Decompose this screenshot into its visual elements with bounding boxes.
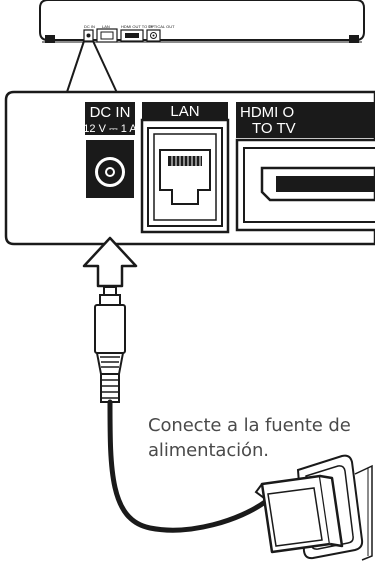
caption-line-2: alimentación. [148,440,269,461]
hdmi-port: HDMI O TO TV [235,102,375,232]
power-cable [107,399,268,533]
device-label-optical: OPTICAL OUT [148,24,175,29]
dc-in-title: DC IN [90,104,131,121]
lan-title: LAN [170,103,199,120]
device-label-dcin: DC IN [84,24,95,29]
hdmi-title-line1: HDMI O [240,104,294,121]
hdmi-title-line2: TO TV [252,120,296,137]
player-device: DC IN LAN HDMI OUT TO TV OPTICAL OUT [39,0,365,43]
device-port-strip: DC IN LAN HDMI OUT TO TV OPTICAL OUT [83,24,175,43]
caption: Conecte a la fuente de alimentación. [148,413,373,463]
dc-plug [94,286,126,403]
device-label-lan: LAN [102,24,110,29]
lan-port: LAN [140,102,230,234]
device-label-hdmi: HDMI OUT TO TV [121,24,154,29]
dc-in-port: DC IN 12 V ⎓ 1 A [83,102,137,198]
callout-lines [65,40,119,96]
power-adapter [254,474,344,554]
zoomed-port-panel: DC IN 12 V ⎓ 1 A LAN [4,90,375,246]
dc-in-rating: 12 V ⎓ 1 A [83,123,137,135]
caption-line-1: Conecte a la fuente de [148,415,351,436]
